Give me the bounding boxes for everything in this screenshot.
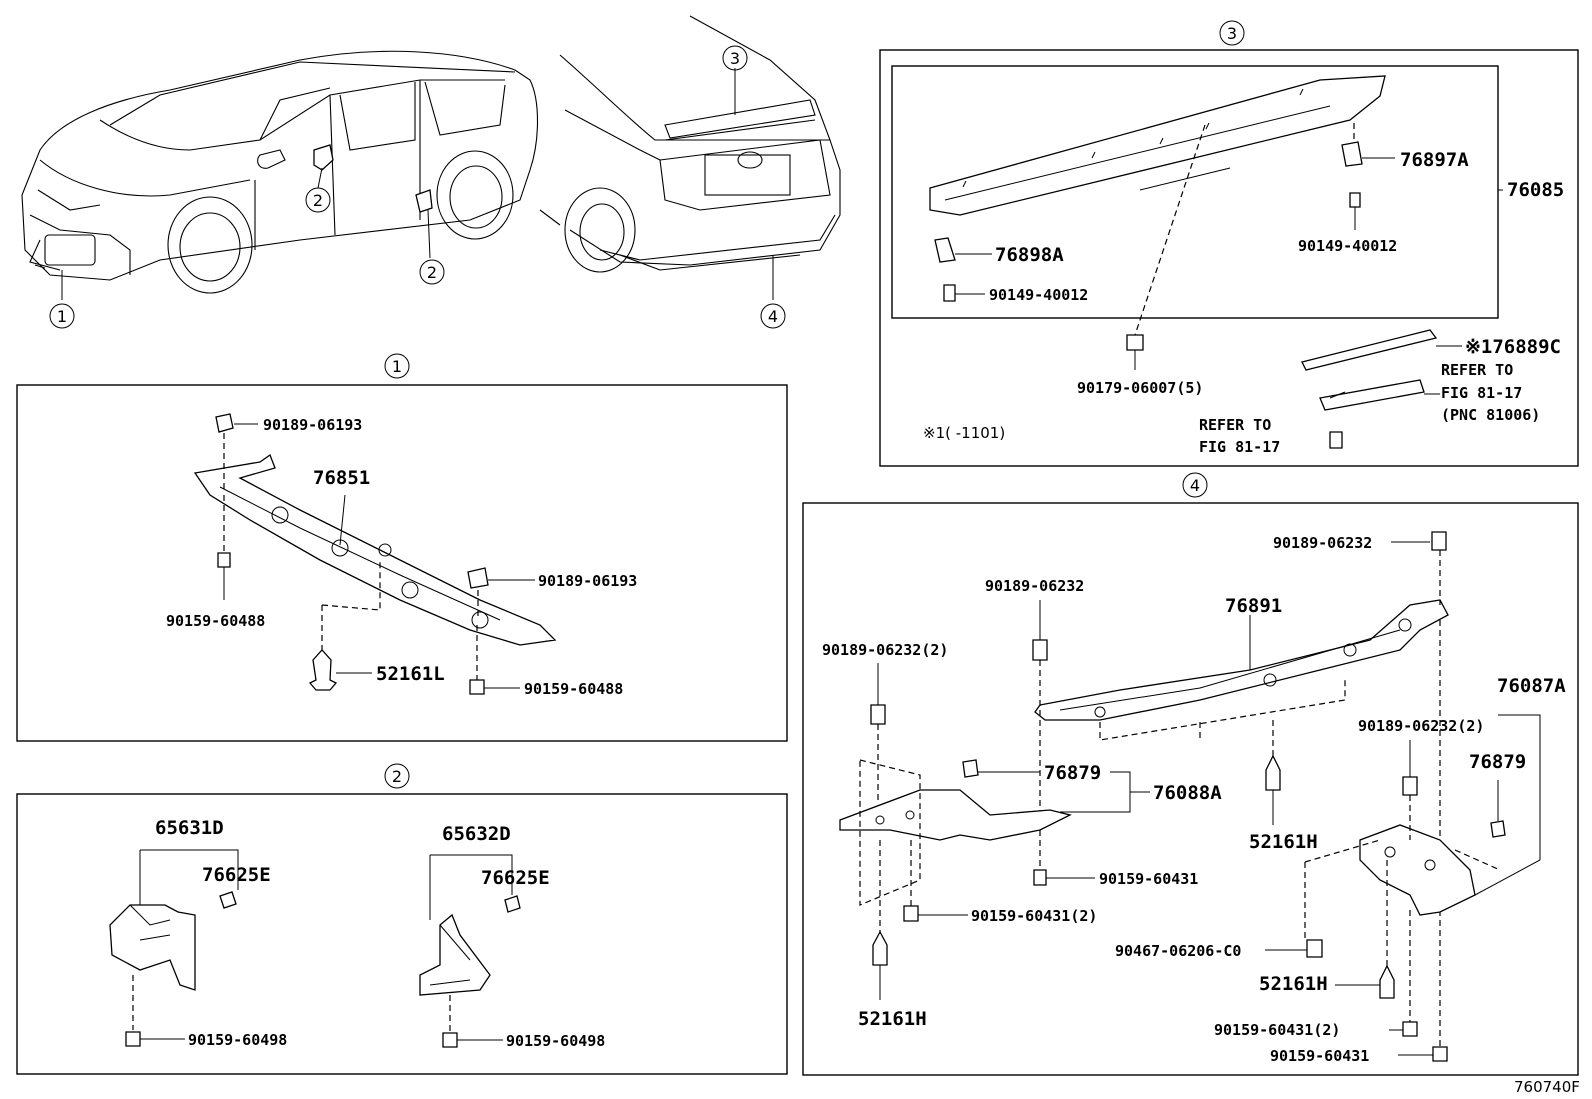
label-90159-60498-right: 90159-60498 [506, 1032, 605, 1050]
label-76851: 76851 [313, 467, 370, 489]
label-76898A: 76898A [995, 244, 1064, 266]
section-1-front-spoiler: 1 90189-06193 76851 90189-06193 [16, 353, 788, 742]
label-90159-60431-2-left: 90159-60431(2) [971, 907, 1097, 925]
label-76085: 76085 [1507, 179, 1564, 201]
section-1-callout: 1 [392, 357, 402, 376]
part-76088A-shape [839, 789, 1072, 841]
label-90159-60498-left: 90159-60498 [188, 1031, 287, 1049]
part-65632D-shape [419, 913, 491, 996]
label-90159-60431-2-right: 90159-60431(2) [1214, 1021, 1340, 1039]
label-76879-left: 76879 [1044, 762, 1101, 784]
label-76889C: ※176889C [1465, 336, 1561, 358]
label-90179-06007: 90179-06007(5) [1077, 379, 1203, 397]
label-90189-06232-topright: 90189-06232 [1273, 534, 1372, 552]
label-76088A: 76088A [1153, 782, 1222, 804]
section-3-callout: 3 [1227, 24, 1237, 43]
diagram-code: 760740F [1514, 1078, 1580, 1096]
label-76879-right: 76879 [1469, 751, 1526, 773]
label-90189-06232-top: 90189-06232 [985, 577, 1084, 595]
label-90159-60431-mid: 90159-60431 [1099, 870, 1198, 888]
label-90189-06232-2-left: 90189-06232(2) [822, 641, 948, 659]
car-front-illustration [21, 50, 539, 300]
section-4-rear-undercover: 4 [802, 472, 1579, 1076]
label-76891: 76891 [1225, 595, 1282, 617]
label-65631D: 65631D [155, 817, 224, 839]
callout-2-rocker: 2 [427, 263, 437, 282]
label-52161H-mid: 52161H [1249, 831, 1318, 853]
label-76625E-right: 76625E [481, 867, 550, 889]
section-3-rear-spoiler: 3 76897A 76085 [879, 20, 1579, 467]
label-65632D: 65632D [442, 823, 511, 845]
label-90189-06193-top: 90189-06193 [263, 416, 362, 434]
part-76851-shape [193, 453, 557, 646]
label-52161H-left: 52161H [858, 1008, 927, 1030]
callout-1-front: 1 [57, 307, 67, 326]
label-pnc-81006: (PNC 81006) [1441, 406, 1540, 424]
callout-2-mirror: 2 [313, 191, 323, 210]
callout-4-rear: 4 [768, 307, 778, 326]
label-76625E-left: 76625E [202, 864, 271, 886]
label-52161L: 52161L [376, 663, 445, 685]
label-76087A: 76087A [1497, 675, 1566, 697]
label-refer-to-b: REFER TO [1199, 416, 1271, 434]
part-76087A-shape [1359, 824, 1476, 916]
label-90159-60431-bottom: 90159-60431 [1270, 1047, 1369, 1065]
label-52161H-right: 52161H [1259, 973, 1328, 995]
label-fig-81-17-b: FIG 81-17 [1199, 438, 1280, 456]
label-90159-60488-bottom: 90159-60488 [524, 680, 623, 698]
label-90149-40012-right: 90149-40012 [1298, 237, 1397, 255]
label-76897A: 76897A [1400, 149, 1469, 171]
section-2-brackets: 2 65631D 76625E 90159-60498 65632D 76625… [16, 763, 788, 1075]
section-4-callout: 4 [1190, 476, 1200, 495]
section-2-box [16, 793, 788, 1075]
label-90189-06232-2-right: 90189-06232(2) [1358, 717, 1484, 735]
label-note-1101: ※1( -1101) [923, 424, 1005, 442]
section-1-box [16, 384, 788, 742]
callout-3-rear: 3 [730, 49, 740, 68]
label-90467-06206-C0: 90467-06206-C0 [1115, 942, 1241, 960]
section-3-inner-box [891, 65, 1499, 319]
label-90149-40012-left: 90149-40012 [989, 286, 1088, 304]
part-65631D-shape [109, 904, 196, 991]
part-76891-shape [1034, 599, 1449, 721]
overview-callouts: 1 2 2 3 4 [49, 45, 786, 329]
part-76085-shape [929, 75, 1386, 216]
section-4-box [802, 502, 1579, 1076]
section-2-callout: 2 [392, 767, 402, 786]
label-fig-81-17-a: FIG 81-17 [1441, 384, 1522, 402]
car-rear-illustration [539, 15, 841, 300]
label-90189-06193-right: 90189-06193 [538, 572, 637, 590]
label-refer-to-a: REFER TO [1441, 361, 1513, 379]
section-3-outer-box [879, 49, 1579, 467]
label-90159-60488-left: 90159-60488 [166, 612, 265, 630]
